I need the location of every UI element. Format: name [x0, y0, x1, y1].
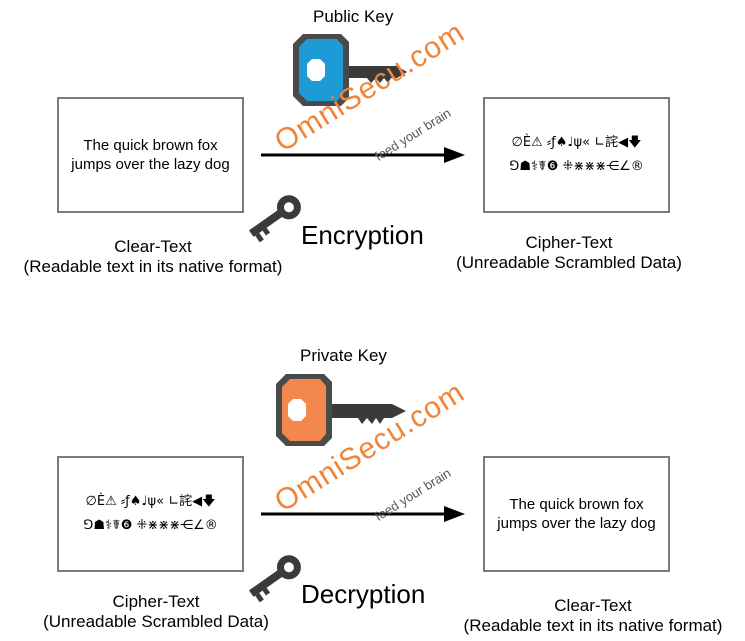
watermark-tagline: feed your brain — [372, 105, 454, 164]
decryption-cleartext-label: Clear-Text (Readable text in its native … — [440, 596, 745, 636]
watermark-top: OmniSecu.com feed your brain — [230, 16, 471, 250]
encryption-label: Encryption — [301, 220, 424, 250]
encryption-ciphertext-label: Cipher-Text (Unreadable Scrambled Data) — [440, 233, 698, 273]
ciphertext-box: ∅È⚠ ⸗ƒ♠♩ψ« ∟詫◀🡇 ⅁☗⚕☤❻ ⁜⋇⋇⋇⋲∠® — [483, 97, 670, 213]
decryption-cleartext-title: Clear-Text — [554, 596, 632, 615]
watermark-key-icon — [248, 195, 301, 243]
encryption-cleartext-label: Clear-Text (Readable text in its native … — [0, 237, 306, 277]
encryption-ciphertext-subtitle: (Unreadable Scrambled Data) — [456, 253, 682, 272]
plaintext-output-box: The quick brown fox jumps over the lazy … — [483, 456, 670, 572]
ciphertext-input-box: ∅È⚠ ⸗ƒ♠♩ψ« ∟詫◀🡇 ⅁☗⚕☤❻ ⁜⋇⋇⋇⋲∠® — [57, 456, 244, 572]
encryption-ciphertext-title: Cipher-Text — [525, 233, 613, 252]
ciphertext-line-2: ⅁☗⚕☤❻ ⁜⋇⋇⋇⋲∠® — [509, 159, 644, 174]
encryption-arrow — [261, 147, 465, 163]
plaintext-box: The quick brown fox jumps over the lazy … — [57, 97, 244, 213]
encryption-cleartext-subtitle: (Readable text in its native format) — [23, 257, 283, 276]
plaintext-box-text: The quick brown fox jumps over the lazy … — [71, 137, 230, 173]
ciphertext-input-line-2: ⅁☗⚕☤❻ ⁜⋇⋇⋇⋲∠® — [83, 518, 218, 533]
decryption-ciphertext-subtitle: (Unreadable Scrambled Data) — [43, 612, 269, 631]
ciphertext-line-1: ∅È⚠ ⸗ƒ♠♩ψ« ∟詫◀🡇 — [511, 135, 642, 150]
decryption-ciphertext-title: Cipher-Text — [112, 592, 200, 611]
decryption-ciphertext-label: Cipher-Text (Unreadable Scrambled Data) — [27, 592, 285, 632]
private-key-icon — [276, 374, 406, 446]
decryption-arrow — [261, 506, 465, 522]
watermark-tagline-2: feed your brain — [372, 465, 454, 524]
watermark-key-icon-2 — [248, 555, 301, 603]
plaintext-output-text: The quick brown fox jumps over the lazy … — [497, 496, 656, 532]
public-key-icon — [293, 34, 407, 106]
decryption-label: Decryption — [301, 579, 426, 609]
decryption-cleartext-subtitle: (Readable text in its native format) — [463, 616, 723, 635]
public-key-title: Public Key — [313, 7, 394, 26]
ciphertext-input-line-1: ∅È⚠ ⸗ƒ♠♩ψ« ∟詫◀🡇 — [85, 494, 216, 509]
private-key-title: Private Key — [300, 346, 387, 365]
encryption-cleartext-title: Clear-Text — [114, 237, 192, 256]
watermark-bottom: OmniSecu.com feed your brain — [230, 376, 471, 610]
